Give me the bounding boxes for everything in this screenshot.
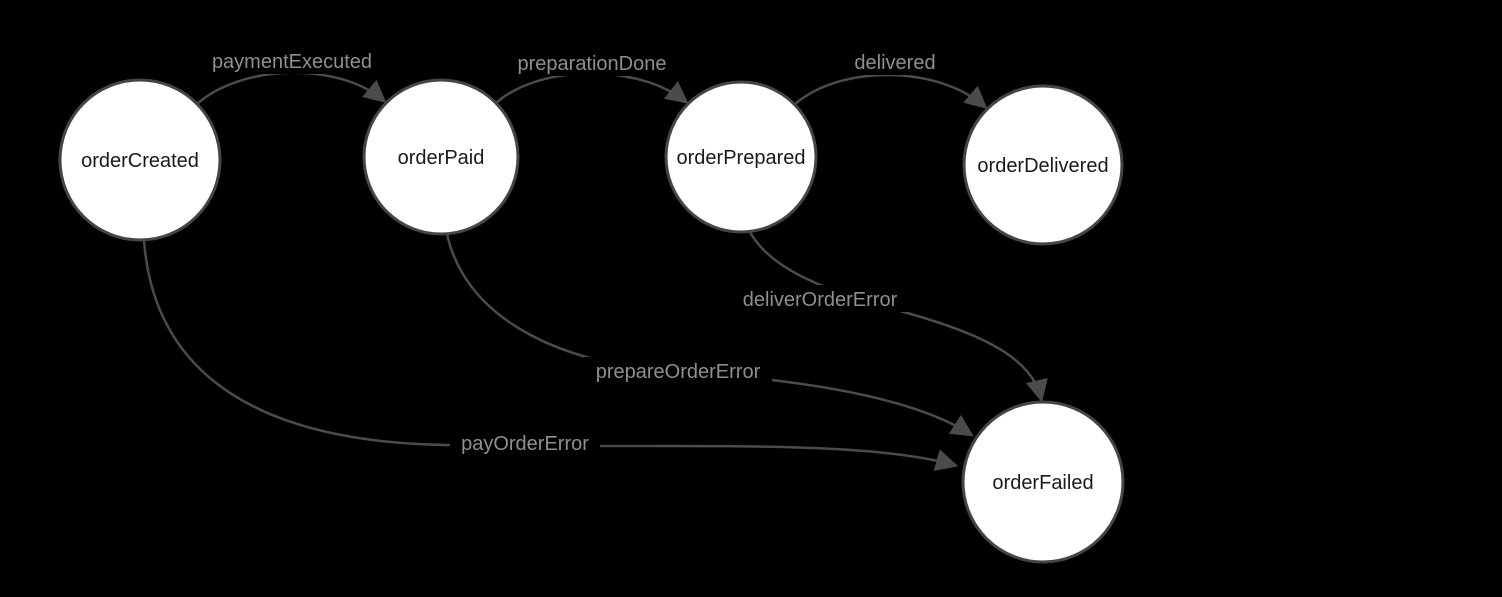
edge-paymentExecuted	[196, 71, 387, 105]
edge-label-deliverOrderError: deliverOrderError	[730, 285, 910, 312]
edge-label-text: deliverOrderError	[743, 289, 898, 311]
node-label: orderPrepared	[677, 147, 806, 169]
edge-label-bg	[584, 357, 772, 384]
node-circle	[962, 84, 1124, 246]
edge-label-text: prepareOrderError	[596, 361, 761, 383]
state-node-orderPaid: orderPaid	[362, 78, 520, 236]
edge-labels: paymentExecuted preparationDone delivere…	[199, 47, 945, 456]
nodes: orderCreated orderPaid orderPrepared ord…	[58, 78, 1125, 564]
edge-label-text: payOrderError	[461, 433, 589, 455]
edge-label-text: delivered	[854, 52, 935, 74]
edge-label-text: preparationDone	[518, 53, 667, 75]
node-label: orderFailed	[992, 472, 1093, 494]
edge-payOrderError	[142, 239, 959, 471]
edge-label-bg	[845, 48, 945, 75]
node-label: orderCreated	[81, 150, 199, 172]
edge-label-prepareOrderError: prepareOrderError	[584, 357, 772, 384]
state-node-orderPrepared: orderPrepared	[664, 80, 818, 234]
state-node-orderCreated: orderCreated	[58, 78, 222, 242]
node-label: orderPaid	[398, 147, 485, 169]
node-label: orderDelivered	[977, 155, 1108, 177]
edge-label-paymentExecuted: paymentExecuted	[199, 47, 385, 74]
node-circle	[664, 80, 818, 234]
edge-delivered	[794, 73, 988, 109]
edge-label-text: paymentExecuted	[212, 51, 372, 73]
edge-label-bg	[199, 47, 385, 74]
edge-label-bg	[506, 49, 678, 76]
edge-preparationDone	[495, 72, 689, 104]
edge-label-bg	[450, 429, 600, 456]
edges	[142, 71, 1048, 471]
node-circle	[362, 78, 520, 236]
state-node-orderFailed: orderFailed	[961, 400, 1125, 564]
node-circle	[58, 78, 222, 242]
edge-prepareOrderError	[445, 233, 974, 437]
edge-deliverOrderError	[748, 231, 1048, 403]
edge-label-delivered: delivered	[845, 48, 945, 75]
edge-label-payOrderError: payOrderError	[450, 429, 600, 456]
edge-label-preparationDone: preparationDone	[506, 49, 678, 76]
state-node-orderDelivered: orderDelivered	[962, 84, 1124, 246]
node-circle	[961, 400, 1125, 564]
edge-label-bg	[730, 285, 910, 312]
